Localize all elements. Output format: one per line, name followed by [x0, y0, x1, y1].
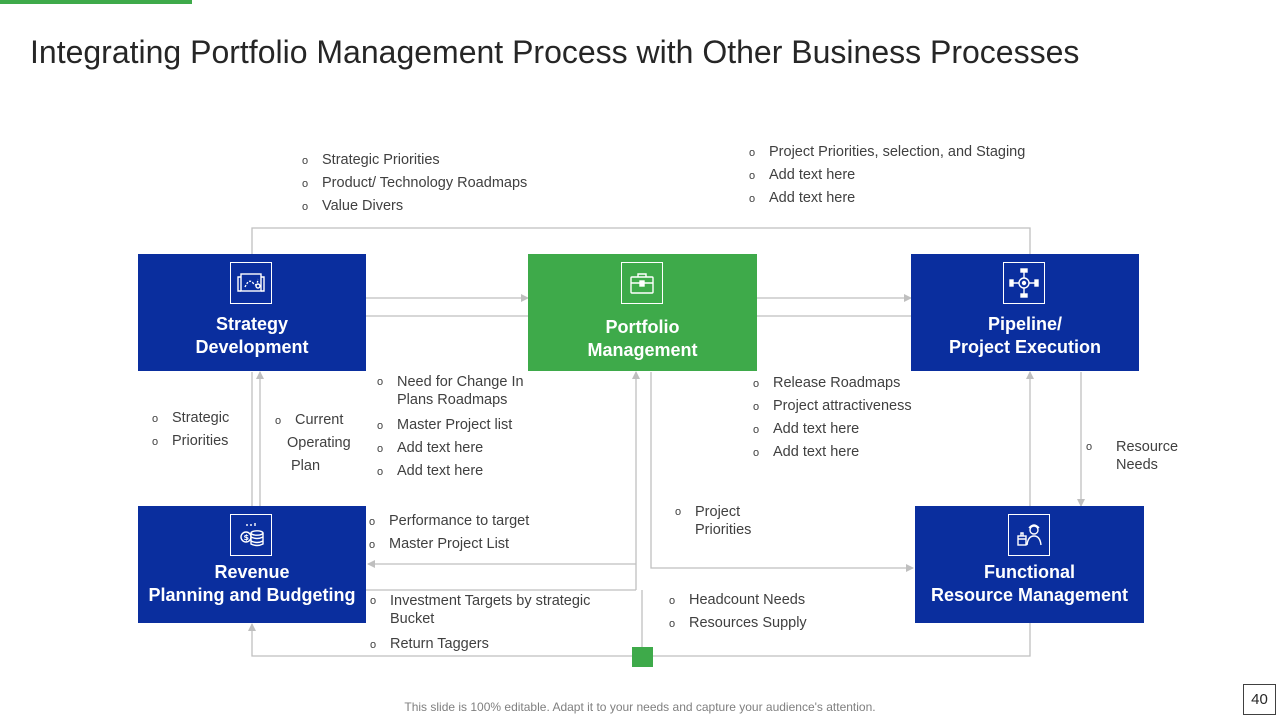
list-item: Add text here [377, 460, 524, 484]
list-item: Release Roadmaps [753, 372, 912, 396]
notes-bottom-left: Investment Targets by strategic Bucket R… [370, 592, 590, 657]
list-item-line1: Investment Targets by strategic [390, 593, 591, 609]
list-item: Add text here [749, 164, 1025, 188]
portfolio-label-line1: Portfolio [605, 317, 680, 337]
list-item: Resource Needs [1086, 438, 1178, 479]
pipeline-project-execution-box: Pipeline/ Project Execution [911, 254, 1139, 371]
list-item: Value Divers [302, 195, 527, 219]
strategy-label-line2: Development [195, 337, 309, 357]
arrow-portfolio-to-functional [650, 372, 914, 572]
list-item: Return Taggers [370, 633, 590, 657]
coins-icon: $ [230, 514, 272, 556]
revenue-label-line2: Planning and Budgeting [148, 585, 356, 605]
functional-label-line1: Functional [984, 562, 1075, 582]
list-item: Performance to target [369, 510, 529, 534]
list-item-line1: Project [695, 504, 741, 520]
notes-right-side: Resource Needs [1086, 438, 1178, 479]
list-item: Project Priorities, selection, and Stagi… [749, 141, 1025, 165]
list-item: Headcount Needs [669, 589, 807, 613]
roadmap-icon [230, 262, 272, 304]
functional-resource-management-box: Functional Resource Management [915, 506, 1144, 623]
list-item: Add text here [749, 187, 1025, 211]
notes-top-left: Strategic Priorities Product/ Technology… [302, 149, 527, 219]
notes-revenue-right: Performance to target Master Project Lis… [369, 510, 529, 557]
notes-top-right: Project Priorities, selection, and Stagi… [749, 141, 1025, 211]
list-item-line1: Resource [1116, 439, 1179, 455]
list-item: Add text here [377, 437, 524, 461]
list-item-line2: Bucket [390, 611, 435, 627]
pipeline-label-line1: Pipeline/ [987, 314, 1063, 334]
svg-text:$: $ [244, 533, 250, 542]
notes-center-left: Need for Change In Plans Roadmaps Master… [377, 373, 524, 484]
notes-left-inner: Current [275, 409, 343, 433]
list-item: Project attractiveness [753, 395, 912, 419]
worker-icon [1007, 514, 1050, 556]
list-item: Add text here [753, 441, 912, 465]
portfolio-label-line2: Management [587, 340, 698, 360]
list-item: Master Project List [369, 533, 529, 557]
list-item: Strategic Priorities [302, 149, 527, 173]
list-item: Project Priorities [675, 503, 751, 544]
list-item: Resources Supply [669, 612, 807, 636]
pipeline-icon [1003, 262, 1045, 304]
list-item-line2: Needs [1116, 457, 1158, 473]
list-item: Current [275, 409, 343, 433]
pipeline-label-line2: Project Execution [948, 337, 1102, 357]
list-item-line2: Priorities [695, 522, 752, 538]
list-item: Add text here [753, 418, 912, 442]
line-top-loop [251, 227, 1031, 254]
briefcase-icon [620, 262, 663, 304]
list-item: Product/ Technology Roadmaps [302, 172, 527, 196]
green-junction-node [632, 647, 653, 667]
revenue-label-line1: Revenue [214, 562, 290, 582]
functional-label-line2: Resource Management [930, 585, 1129, 605]
list-item-line2: Plans Roadmaps [397, 392, 508, 408]
revenue-planning-box: $ Revenue Planning and Budgeting [138, 506, 366, 623]
notes-left-outer: Strategic Priorities [152, 407, 229, 454]
page-number: 40 [1243, 684, 1276, 715]
footer-note: This slide is 100% editable. Adapt it to… [404, 700, 876, 714]
portfolio-management-box: Portfolio Management [528, 254, 757, 371]
list-item-line1: Need for Change In [397, 374, 524, 390]
list-item: Strategic [152, 407, 229, 431]
list-item: Investment Targets by strategic Bucket [370, 592, 590, 633]
top-accent-bar [0, 0, 192, 4]
list-item: Need for Change In Plans Roadmaps [377, 373, 524, 414]
strategy-label-line1: Strategy [215, 314, 289, 334]
notes-project-priorities: Project Priorities [675, 503, 751, 544]
notes-left-inner-cont1: Operating [287, 435, 351, 451]
strategy-development-box: Strategy Development [138, 254, 366, 371]
notes-center-right: Release Roadmaps Project attractiveness … [753, 372, 912, 465]
slide-title: Integrating Portfolio Management Process… [30, 34, 1080, 70]
notes-bottom-center: Headcount Needs Resources Supply [669, 589, 807, 636]
list-item: Master Project list [377, 414, 524, 438]
list-item: Priorities [152, 430, 229, 454]
notes-left-inner-cont2: Plan [291, 458, 321, 474]
